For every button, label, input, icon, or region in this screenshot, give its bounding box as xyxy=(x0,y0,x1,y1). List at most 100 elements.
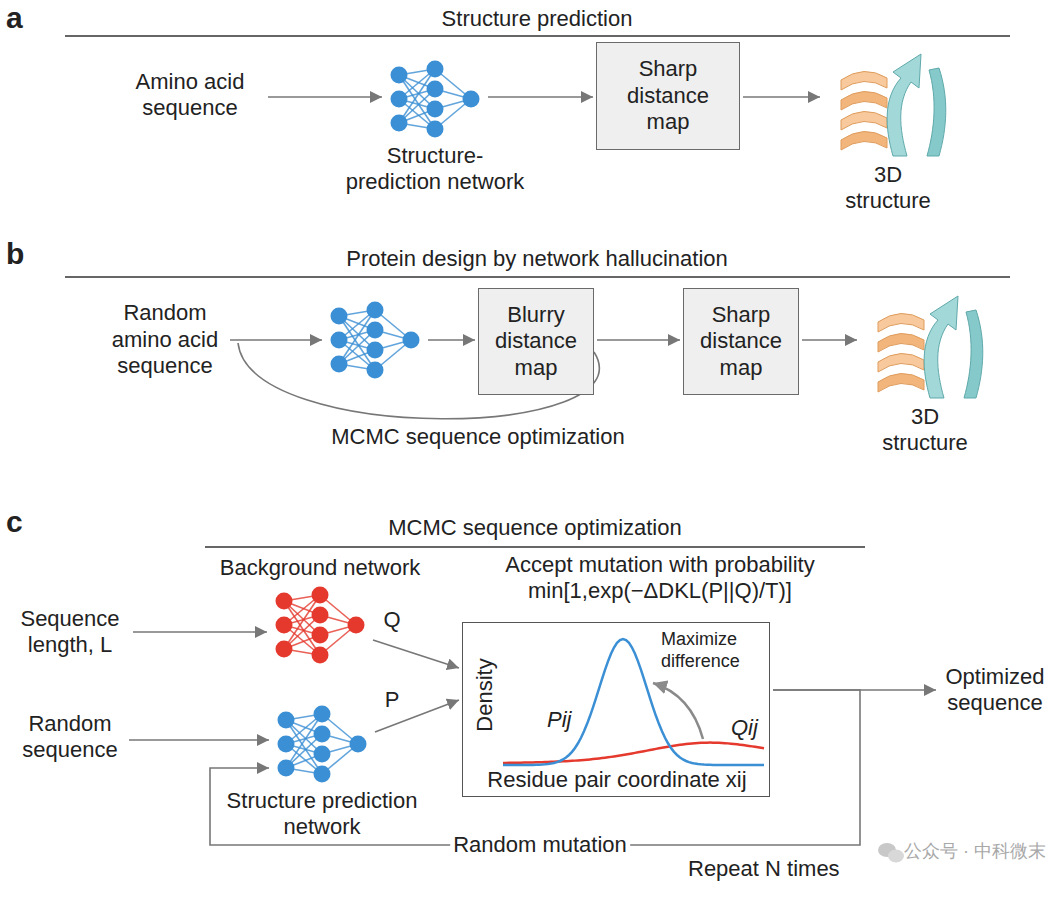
wechat-icon xyxy=(878,843,904,863)
network-unit xyxy=(278,712,295,729)
structure-node: 3D structure xyxy=(855,290,995,457)
network-icon xyxy=(270,585,370,665)
network-unit xyxy=(331,332,348,349)
node-text: Sharp distance map xyxy=(692,302,790,381)
helix-turn xyxy=(841,71,887,90)
input-text-node: Random sequence xyxy=(14,711,126,764)
network-unit xyxy=(278,760,295,777)
acceptance-rule: Accept mutation with probability min[1,e… xyxy=(485,552,835,605)
edge-label: Random mutation xyxy=(450,832,630,858)
network-unit xyxy=(367,302,384,319)
note: Repeat N times xyxy=(688,856,840,882)
network-node: Structure prediction network xyxy=(202,700,442,841)
node-text: Random amino acid sequence xyxy=(105,300,225,379)
helix-turn xyxy=(841,91,887,110)
input-text-node: Optimized sequence xyxy=(939,664,1051,717)
network-unit xyxy=(276,641,293,658)
network-unit xyxy=(391,67,408,84)
network-unit xyxy=(348,617,365,634)
maximize-arrow xyxy=(653,683,703,739)
distance-map-box: Sharp distance map xyxy=(596,42,740,150)
helix-turn xyxy=(878,313,924,332)
connector-arrow xyxy=(133,631,267,633)
node-text: Background network xyxy=(200,555,440,581)
beta-strand xyxy=(887,54,921,156)
plot-text: Density xyxy=(472,658,498,731)
network-unit xyxy=(367,362,384,379)
distribution-plot: Maximize differencePijQijDensityResidue … xyxy=(462,622,770,797)
input-text-node: Random amino acid sequence xyxy=(105,300,225,379)
panel-title: Structure prediction xyxy=(442,6,633,32)
beta-strand xyxy=(927,68,946,156)
network-unit xyxy=(312,647,329,664)
watermark: 公众号 · 中科微末 xyxy=(904,841,1046,863)
input-text-node: Sequence length, L xyxy=(10,606,130,659)
node-text: Sharp distance map xyxy=(605,56,731,135)
panel-letter: b xyxy=(6,236,24,272)
node-text: Structure- prediction network xyxy=(340,143,530,196)
helix-turn xyxy=(878,373,924,392)
network-unit xyxy=(427,101,444,118)
connector-arrow xyxy=(373,640,459,668)
node-text: 3D structure xyxy=(875,404,975,457)
network-unit xyxy=(367,322,384,339)
panel-letter: c xyxy=(6,504,23,540)
connector-arrow xyxy=(802,339,857,341)
connector-arrow xyxy=(597,339,680,341)
network-icon xyxy=(331,302,420,379)
network-node: Background network xyxy=(200,555,440,669)
network-unit xyxy=(312,627,329,644)
title-rule xyxy=(205,546,865,548)
helix-turn xyxy=(841,131,887,150)
edge-label: Q xyxy=(380,607,403,633)
node-text: Sequence length, L xyxy=(10,606,130,659)
network-unit xyxy=(403,332,420,349)
node-text: Random sequence xyxy=(14,711,126,764)
network-unit xyxy=(427,121,444,138)
network-unit xyxy=(278,736,295,753)
network-unit xyxy=(312,587,329,604)
beta-strand xyxy=(964,310,983,398)
connector-arrow xyxy=(268,96,382,98)
connector-arrow xyxy=(129,739,269,741)
title-rule xyxy=(65,35,1010,37)
network-unit xyxy=(367,342,384,359)
structure-node: 3D structure xyxy=(818,48,958,215)
network-unit xyxy=(314,706,331,723)
arrow xyxy=(428,339,475,341)
network-unit xyxy=(427,81,444,98)
helix-turn xyxy=(841,111,887,130)
arrow xyxy=(230,339,322,341)
network-unit xyxy=(276,593,293,610)
panel-title: MCMC sequence optimization xyxy=(388,515,681,541)
network-unit xyxy=(427,61,444,78)
distance-map-box: Blurry distance map xyxy=(478,288,594,395)
network-unit xyxy=(350,736,367,753)
plot-text: Maximize difference xyxy=(661,629,767,672)
panel-letter: a xyxy=(6,0,23,36)
node-text: Optimized sequence xyxy=(939,664,1051,717)
helix-turn xyxy=(878,333,924,352)
network-unit xyxy=(391,91,408,108)
panel-title: Protein design by network hallucination xyxy=(346,246,728,272)
network-unit xyxy=(276,617,293,634)
distance-map-box: Sharp distance map xyxy=(683,288,799,395)
network-unit xyxy=(312,607,329,624)
network-unit xyxy=(391,115,408,132)
beta-strand xyxy=(924,296,958,398)
title-rule xyxy=(65,276,1010,278)
plot-text: Residue pair coordinate xij xyxy=(487,767,746,793)
q-curve xyxy=(503,743,764,763)
plot-text: Qij xyxy=(731,715,758,741)
network-unit xyxy=(463,91,480,108)
network-unit xyxy=(331,356,348,373)
loop-label: MCMC sequence optimization xyxy=(331,424,624,450)
protein-structure-icon xyxy=(823,48,953,158)
network-icon xyxy=(272,704,372,784)
protein-structure-icon xyxy=(860,290,990,400)
node-text: Amino acid sequence xyxy=(115,69,265,122)
node-text: Blurry distance map xyxy=(487,302,585,381)
input-text-node: Amino acid sequence xyxy=(115,69,265,122)
node-text: Structure prediction network xyxy=(207,788,437,841)
network-node: Structure- prediction network xyxy=(335,55,535,196)
